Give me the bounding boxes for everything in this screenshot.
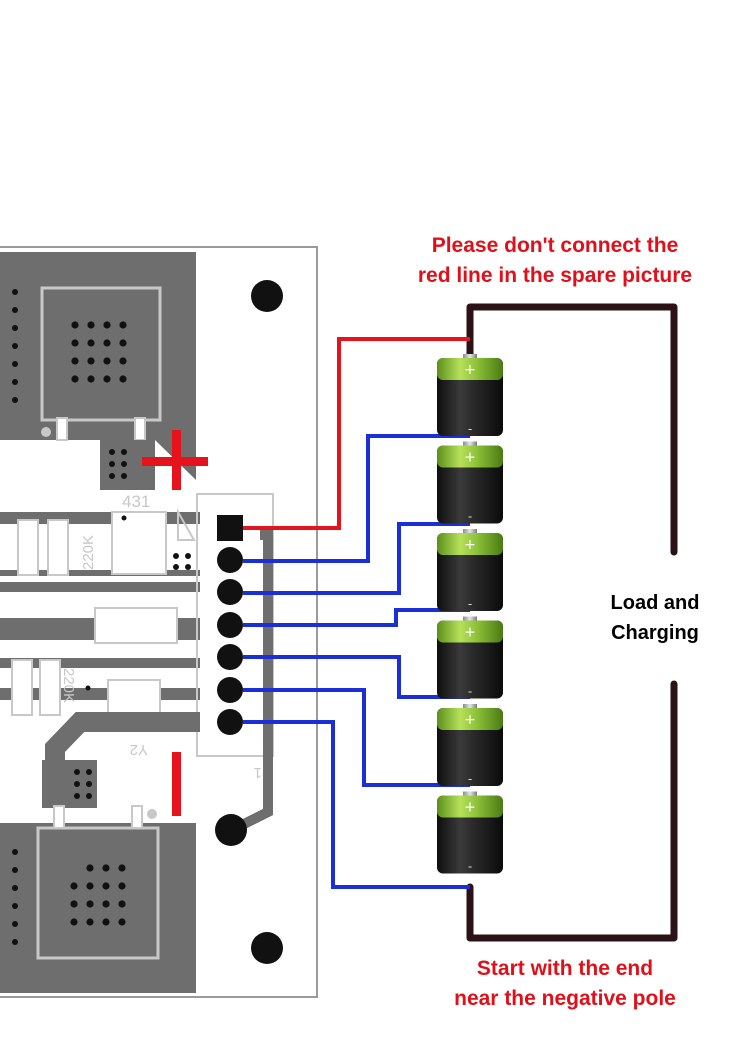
- note-top-line2: red line in the spare picture: [417, 264, 693, 287]
- note-mid-line2: Charging: [611, 622, 699, 644]
- battery-cap: [437, 533, 503, 555]
- blue-wire-1: [243, 434, 470, 563]
- mounting-hole-top: [251, 280, 283, 312]
- balance-wires: [243, 337, 470, 889]
- battery-plus-label: +: [464, 362, 476, 378]
- silkscreen-components: [11, 511, 178, 716]
- diode-silkscreen: [177, 508, 196, 541]
- note-top-line1: Please don't connect the: [431, 234, 679, 257]
- battery-cap: [437, 708, 503, 730]
- battery-minus-label: -: [468, 772, 472, 786]
- battery-terminal: [463, 704, 477, 710]
- battery-minus-label: -: [468, 597, 472, 611]
- pcb-board: 431 220K 220K Y2 P1: [0, 246, 318, 998]
- battery-cell: +-: [437, 354, 503, 436]
- plus-sign: [142, 430, 208, 490]
- battery-terminal: [463, 441, 477, 448]
- battery-minus-label: -: [468, 860, 472, 874]
- battery-plus-label: +: [464, 625, 476, 641]
- ic-431-label: 431: [122, 492, 150, 511]
- battery-plus-label: +: [464, 537, 476, 553]
- blue-wire-6: [243, 720, 470, 889]
- lower-trace: [45, 712, 200, 762]
- battery-cap: [437, 620, 503, 643]
- battery-terminal: [463, 529, 477, 535]
- blue-wire-4: [243, 655, 470, 699]
- top-copper-pour: [0, 252, 196, 440]
- mounting-hole-middle: [215, 814, 247, 846]
- note-bottom-line2: near the negative pole: [454, 987, 676, 1010]
- load-charging-wire: [466, 303, 678, 942]
- battery-cell: +-: [437, 529, 503, 611]
- battery-cell: +-: [437, 616, 503, 699]
- blue-wire-5: [243, 688, 470, 787]
- battery-terminal: [463, 791, 477, 798]
- battery-cell: +-: [437, 441, 503, 524]
- left-edge-vias-top: [12, 289, 18, 403]
- battery-stack: +-+-+-+-+-+-: [437, 354, 503, 874]
- note-start-negative: Start with the end near the negative pol…: [420, 954, 710, 1014]
- red-wire-b6-plus: [243, 337, 470, 530]
- battery-minus-label: -: [468, 685, 472, 699]
- battery-cell: +-: [437, 791, 503, 874]
- note-load-charging: Load and Charging: [590, 588, 720, 648]
- battery-minus-label: -: [468, 510, 472, 524]
- battery-cell: +-: [437, 704, 503, 786]
- pin-square: [217, 515, 243, 541]
- mosfet-bottom: [36, 805, 160, 960]
- blue-wire-2: [243, 522, 470, 595]
- minus-sign: [172, 752, 181, 816]
- battery-cap: [437, 795, 503, 818]
- battery-plus-label: +: [464, 800, 476, 816]
- note-bottom-line1: Start with the end: [476, 957, 654, 980]
- battery-terminal: [463, 616, 477, 623]
- battery-plus-label: +: [464, 712, 476, 728]
- y2-label: Y2: [130, 741, 148, 758]
- battery-cap: [437, 445, 503, 468]
- mosfet-top: [40, 286, 162, 441]
- battery-cap: [437, 358, 503, 380]
- ic-431-vias: [85, 515, 191, 691]
- note-mid-line1: Load and: [610, 592, 700, 614]
- pad-minus-side: [42, 760, 97, 808]
- resistor-220k-label-2: 220K: [60, 668, 77, 703]
- battery-plus-label: +: [464, 450, 476, 466]
- resistor-220k-label-1: 220K: [80, 535, 97, 570]
- blue-wire-3: [243, 608, 470, 627]
- mounting-hole-bottom: [251, 932, 283, 964]
- connector-pins: [217, 515, 243, 735]
- note-dont-connect-red: Please don't connect the red line in the…: [395, 231, 715, 291]
- connector-trace: [229, 530, 273, 835]
- battery-terminal: [463, 354, 477, 360]
- battery-minus-label: -: [468, 422, 472, 436]
- left-edge-vias-bottom: [12, 849, 18, 945]
- bottom-copper-pour: [0, 823, 196, 993]
